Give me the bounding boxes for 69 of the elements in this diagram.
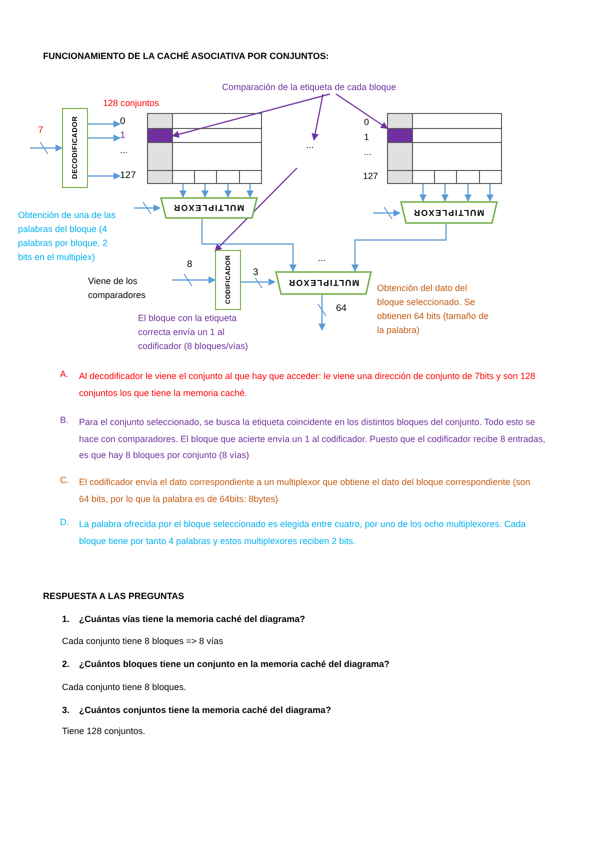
arrow bbox=[373, 209, 401, 217]
arrow bbox=[172, 276, 216, 284]
question-text: ¿Cuántas vías tiene la memoria caché del diagrama? bbox=[79, 613, 306, 626]
list-marker: 3. bbox=[62, 704, 70, 717]
section-heading: RESPUESTA A LAS PREGUNTAS bbox=[43, 590, 184, 603]
edge-label: 3 bbox=[253, 267, 258, 278]
row-number: 0 bbox=[120, 116, 126, 128]
annotation-text: 128 conjuntos bbox=[103, 97, 160, 110]
list-marker: 2. bbox=[62, 658, 70, 671]
answer-text: Cada conjunto tiene 8 bloques. bbox=[62, 681, 186, 694]
arrow bbox=[318, 295, 326, 331]
edge-label: 64 bbox=[336, 303, 347, 314]
arrow bbox=[179, 184, 187, 198]
answer-text: Cada conjunto tiene 8 bloques => 8 vías bbox=[62, 635, 224, 648]
arrow bbox=[201, 184, 209, 198]
arrow bbox=[88, 172, 121, 180]
cache-set-table bbox=[387, 113, 502, 184]
edge-label: 8 bbox=[187, 259, 192, 270]
arrow bbox=[214, 168, 298, 252]
arrow bbox=[172, 93, 330, 138]
paragraph: Al decodificador le viene el conjunto al que hay que acceder: le viene una dirección de conjunto de 7bits y son 128 conjuntos los que tiene la memoria caché. bbox=[79, 370, 536, 400]
arrow bbox=[134, 204, 161, 212]
cache-set-table bbox=[147, 113, 262, 184]
row-number: ... bbox=[120, 144, 128, 157]
row-number: 127 bbox=[120, 170, 136, 182]
row-number: 1 bbox=[120, 130, 126, 142]
edge-label: 7 bbox=[38, 125, 44, 136]
arrow bbox=[312, 94, 324, 141]
arrow bbox=[30, 144, 63, 152]
arrow bbox=[336, 94, 388, 129]
list-marker: B. bbox=[60, 414, 69, 427]
multiplexer: MULTIPLEXOR bbox=[160, 197, 258, 219]
question-text: ¿Cuántos bloques tiene un conjunto en la memoria caché del diagrama? bbox=[79, 658, 390, 671]
tag-cell bbox=[147, 128, 173, 143]
tag-cell bbox=[387, 128, 413, 143]
row-number: 127 bbox=[363, 170, 378, 183]
arrow bbox=[419, 184, 427, 202]
arrow bbox=[441, 184, 449, 202]
answer-text: Tiene 128 conjuntos. bbox=[62, 725, 146, 738]
arrow bbox=[88, 134, 121, 142]
arrow bbox=[464, 184, 472, 202]
arrow bbox=[351, 224, 447, 272]
arrow bbox=[486, 184, 494, 202]
paragraph: El codificador envía el dato correspondiente a un multiplexor que obtiene el dato del bloque correspondiente (son 64 bits, por lo que la palabra es de 64bits: 8bytes) bbox=[79, 476, 532, 506]
annotation-text: Viene de los comparadores bbox=[88, 275, 147, 302]
annotation-text: Obtención del dato del bloque seleccionado. Se obtienen 64 bits (tamaño de la palabra) bbox=[377, 282, 490, 337]
annotation-text: Comparación de la etiqueta de cada bloque bbox=[222, 82, 396, 94]
ellipsis-text: ... bbox=[318, 252, 326, 265]
multiplexer: MULTIPLEXOR bbox=[275, 271, 372, 295]
page-title: FUNCIONAMIENTO DE LA CACHÉ ASOCIATIVA POR CONJUNTOS: bbox=[43, 51, 329, 61]
arrow bbox=[201, 219, 297, 272]
question-text: ¿Cuántos conjuntos tiene la memoria caché del diagrama? bbox=[79, 704, 332, 717]
arrow bbox=[88, 120, 121, 128]
multiplexer: MULTIPLEXOR bbox=[400, 201, 498, 224]
list-marker: C. bbox=[60, 474, 69, 487]
paragraph: Para el conjunto seleccionado, se busca la etiqueta coincidente en los distintos bloques del conjunto. Todo esto se hace con comparadores. El bloque que acierte envía un 1 al codificador. Puesto que el codificador recibe 8 entradas, es que hay 8 bloques por conjunto (8 vías) bbox=[79, 416, 546, 462]
annotation-text: Obtención de una de las palabras del bloque (4 palabras por bloque, 2 bits en el multiplex) bbox=[18, 209, 117, 264]
annotation-text: El bloque con la etiqueta correcta envía un 1 al codificador (8 bloques/vías) bbox=[138, 312, 250, 353]
row-number: 0 bbox=[364, 116, 370, 129]
list-marker: 1. bbox=[62, 613, 70, 626]
ellipsis-text: ... bbox=[306, 140, 314, 152]
list-marker: D. bbox=[60, 516, 69, 529]
arrow bbox=[224, 184, 232, 198]
list-marker: A. bbox=[60, 368, 69, 381]
paragraph: La palabra ofrecida por el bloque seleccionado es elegida entre cuatro, por uno de los ocho multiplexores. Cada bloque tiene por tanto 4 palabras y estos multiplexores reciben 2 bits. bbox=[79, 518, 527, 548]
arrow bbox=[241, 278, 276, 286]
row-number: 1 bbox=[364, 131, 370, 144]
arrow bbox=[246, 184, 254, 198]
row-number: ... bbox=[364, 146, 372, 159]
